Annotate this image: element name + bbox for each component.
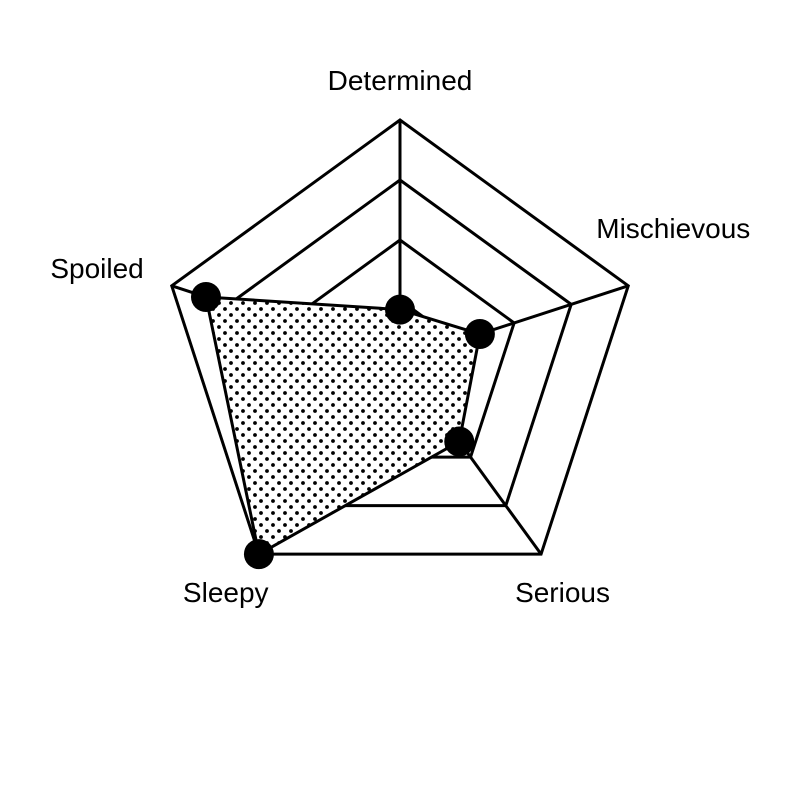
data-point-spoiled [190,281,221,312]
data-point-sleepy [243,539,274,570]
radar-markers [190,281,495,570]
axis-label-mischievous: Mischievous [596,213,750,244]
axis-label-sleepy: Sleepy [183,577,269,608]
grid-ring-3 [227,178,573,508]
grid-ring-4 [169,118,631,556]
data-point-serious [444,426,475,457]
data-point-determined [385,294,415,325]
axis-label-spoiled: Spoiled [50,253,143,284]
axis-label-determined: Determined [328,65,473,96]
data-point-mischievous [464,319,495,350]
axis-label-serious: Serious [515,577,610,608]
